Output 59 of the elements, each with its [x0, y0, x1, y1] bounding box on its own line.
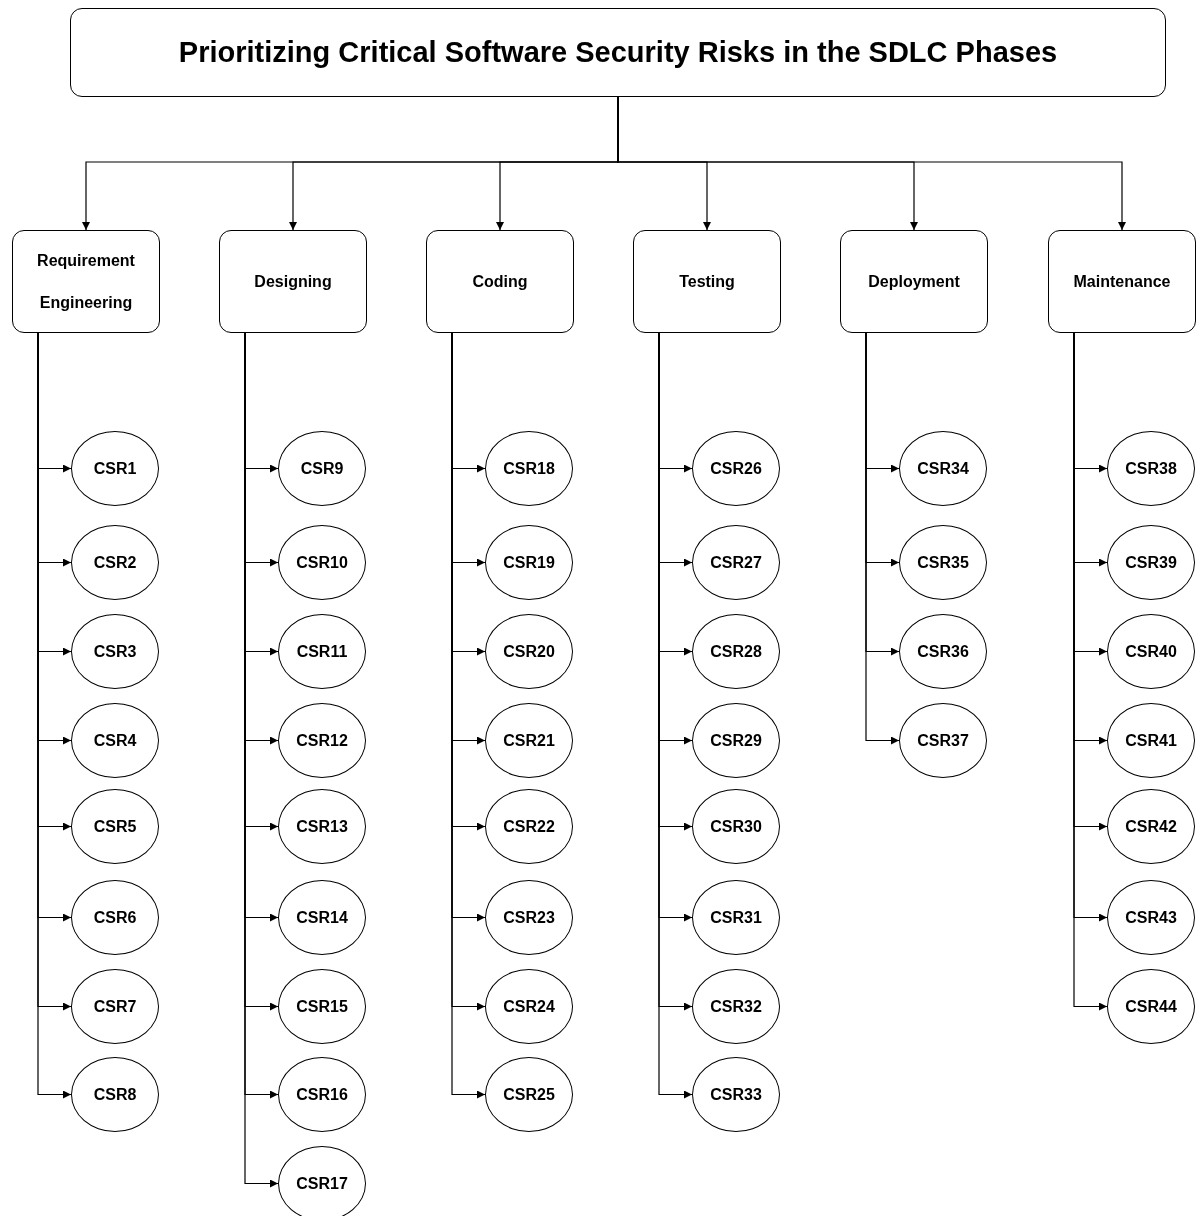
- node-label: CSR23: [503, 908, 555, 927]
- phase-box: [12, 230, 160, 333]
- node-label: CSR7: [93, 997, 137, 1016]
- node-label: CSR13: [296, 817, 348, 836]
- node-label: CSR24: [503, 997, 555, 1016]
- node-label: CSR15: [296, 997, 348, 1016]
- node-label: CSR36: [917, 642, 969, 661]
- node-label: CSR14: [296, 908, 348, 927]
- node-label: CSR17: [296, 1174, 348, 1193]
- phase-box: [633, 230, 781, 333]
- node-label: CSR34: [917, 459, 969, 478]
- node-label: CSR35: [917, 553, 969, 572]
- node-label: CSR41: [1125, 731, 1177, 750]
- node-label: CSR20: [503, 642, 555, 661]
- phase-box: [1048, 230, 1196, 333]
- node-label: CSR28: [710, 642, 762, 661]
- node-label: CSR21: [503, 731, 555, 750]
- node-label: CSR6: [93, 908, 137, 927]
- node-label: CSR12: [296, 731, 348, 750]
- node-label: CSR1: [93, 459, 137, 478]
- node-label: CSR3: [93, 642, 137, 661]
- node-label: CSR29: [710, 731, 762, 750]
- node-label: CSR44: [1125, 997, 1177, 1016]
- node-label: CSR4: [93, 731, 137, 750]
- node-label: CSR37: [917, 731, 969, 750]
- node-label: CSR25: [503, 1085, 555, 1104]
- phase-box: [219, 230, 367, 333]
- node-label: CSR22: [503, 817, 555, 836]
- node-label: Requirement Engineering: [36, 250, 136, 313]
- node-label: CSR39: [1125, 553, 1177, 572]
- node-label: CSR9: [300, 459, 344, 478]
- node-label: CSR38: [1125, 459, 1177, 478]
- node-label: CSR32: [710, 997, 762, 1016]
- node-label: Maintenance: [1073, 271, 1171, 292]
- node-label: CSR42: [1125, 817, 1177, 836]
- title-box: [70, 8, 1166, 97]
- node-label: CSR18: [503, 459, 555, 478]
- node-label: CSR10: [296, 553, 348, 572]
- node-label: CSR16: [296, 1085, 348, 1104]
- node-label: CSR5: [93, 817, 137, 836]
- node-label: CSR43: [1125, 908, 1177, 927]
- node-label: CSR19: [503, 553, 555, 572]
- node-label: CSR8: [93, 1085, 137, 1104]
- node-label: Deployment: [868, 271, 960, 292]
- node-label: CSR26: [710, 459, 762, 478]
- node-label: CSR33: [710, 1085, 762, 1104]
- node-label: CSR11: [296, 642, 348, 661]
- node-label: Coding: [472, 271, 528, 292]
- node-label: Testing: [679, 271, 735, 292]
- arrow: [865, 332, 900, 745]
- node-label: Designing: [254, 271, 332, 292]
- phase-box: [840, 230, 988, 333]
- node-label: Prioritizing Critical Software Security Risks in the SDLC Phases: [178, 36, 1058, 69]
- node-label: CSR31: [710, 908, 762, 927]
- node-label: CSR40: [1125, 642, 1177, 661]
- node-label: CSR27: [710, 553, 762, 572]
- node-label: CSR2: [93, 553, 137, 572]
- phase-box: [426, 230, 574, 333]
- node-label: CSR30: [710, 817, 762, 836]
